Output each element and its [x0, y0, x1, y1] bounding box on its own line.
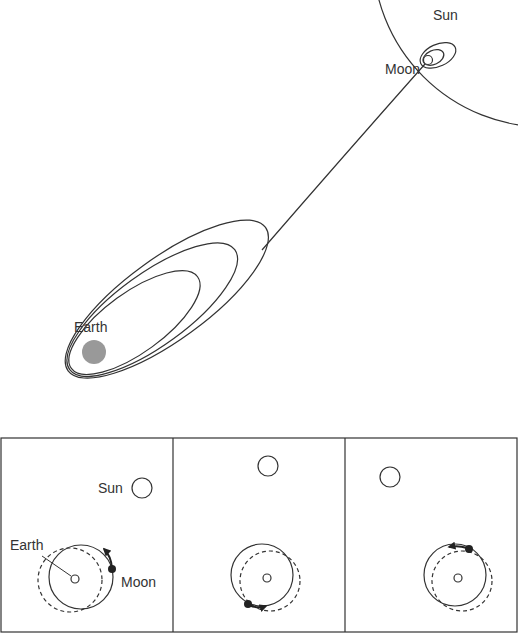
- earth-disc: [454, 574, 462, 582]
- capture-orbit: [416, 37, 460, 73]
- leader-line: [42, 556, 71, 576]
- solid-orbit: [424, 544, 486, 606]
- solid-orbit: [49, 545, 113, 609]
- earth-disc: [71, 575, 79, 583]
- panel-divider: [344, 438, 345, 632]
- dashed-orbit: [38, 548, 102, 612]
- motion-arrow: [104, 549, 112, 568]
- panel-divider: [172, 438, 173, 632]
- dashed-orbit: [240, 551, 300, 611]
- object-label: Earth: [10, 538, 43, 552]
- orbit-ellipse: [49, 221, 256, 399]
- sun-disc: [132, 478, 152, 498]
- earth-disc: [82, 340, 106, 364]
- moon-disc: [424, 56, 433, 65]
- object-label: Sun: [98, 481, 123, 495]
- orbit-ellipse: [54, 252, 215, 392]
- object-label: Moon: [121, 575, 156, 589]
- transfer-path: [262, 64, 425, 250]
- motion-arrow: [449, 546, 467, 548]
- object-label: Earth: [74, 320, 107, 334]
- panel-frame: [1, 438, 517, 632]
- solid-orbit: [231, 544, 293, 606]
- object-label: Moon: [385, 62, 420, 76]
- sun-disc: [380, 467, 400, 487]
- orbit-ellipse: [44, 194, 290, 404]
- moon-dot: [465, 545, 473, 553]
- moon-dot: [244, 600, 252, 608]
- moon-dot: [108, 565, 116, 573]
- sun-arc: [373, 0, 518, 127]
- earth-disc: [263, 574, 271, 582]
- sun-disc: [258, 456, 278, 476]
- object-label: Sun: [433, 8, 458, 22]
